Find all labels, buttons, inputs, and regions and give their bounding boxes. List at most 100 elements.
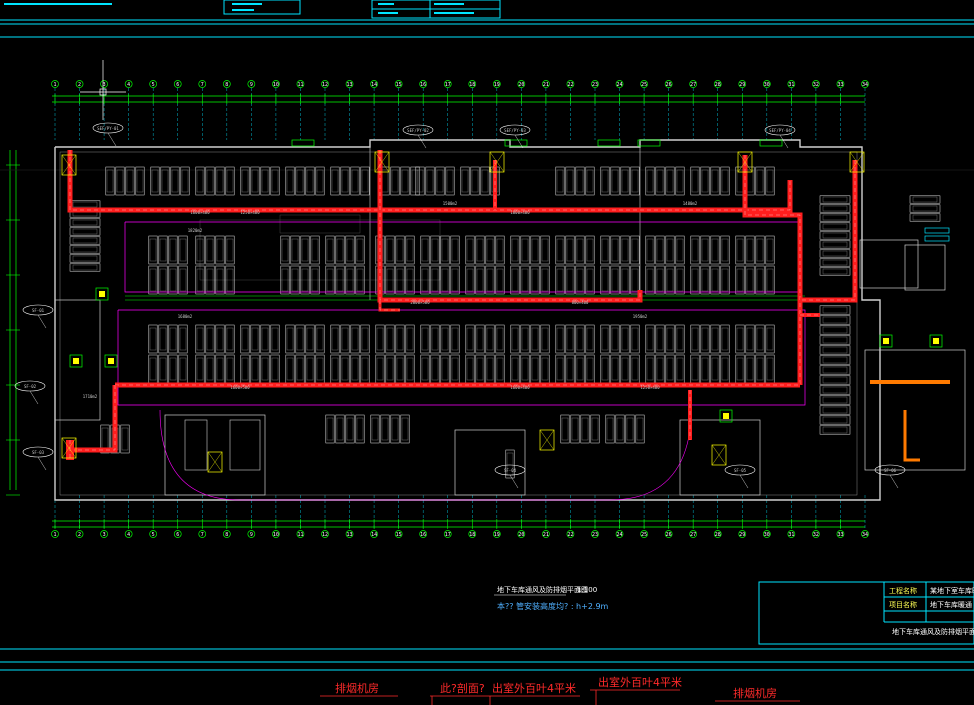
stall-mid-car [376, 357, 384, 381]
stall-mid-car [521, 357, 529, 381]
stall-mid-car [149, 238, 157, 262]
stall-mid-car [241, 357, 249, 381]
stall-top-car [181, 169, 189, 193]
stall-mid [520, 235, 530, 265]
louver-core [883, 338, 889, 344]
stall-east-room [909, 213, 941, 222]
stall-bottom-car [636, 417, 644, 441]
grid-label-top: 28 [715, 82, 721, 88]
grid-label-top: 26 [666, 82, 672, 88]
stall-mid [745, 235, 755, 265]
grid-label-top: 10 [273, 82, 279, 88]
grid-label-top: 8 [225, 82, 228, 88]
fan-room-east [864, 349, 966, 471]
stall-mid [510, 235, 520, 265]
room [904, 244, 946, 291]
stall-east [819, 355, 851, 365]
grid-label-top: 20 [518, 82, 524, 88]
stall-mid [168, 235, 178, 265]
fan-tag-leader [739, 474, 749, 489]
grid-bubble-top [149, 80, 158, 88]
stall-mid-car [431, 357, 439, 381]
fan-tag-0: SEF/PY-01 [97, 126, 119, 131]
stall-mid-car [691, 268, 699, 292]
vent [924, 235, 950, 242]
stall-top [360, 166, 370, 196]
stall-east [819, 195, 851, 204]
stall-mid-car [351, 357, 359, 381]
grid-label-bottom: 6 [176, 532, 179, 538]
grid-bubble-bottom [689, 530, 698, 538]
stall-mid [440, 235, 450, 265]
stall-mid-car [541, 357, 549, 381]
stall-bottom [615, 414, 625, 444]
grid-bubble-bottom [419, 530, 428, 538]
stall-mid-car [521, 327, 529, 351]
stall-mid [765, 324, 775, 354]
stall-mid-car [296, 327, 304, 351]
stall-bottom [605, 414, 615, 444]
stall-top [410, 166, 420, 196]
stall-top [765, 166, 775, 196]
stall-bottom [580, 414, 590, 444]
stall-bottom [345, 414, 355, 444]
grid-label-bottom: 18 [469, 532, 475, 538]
cursor-crosshair [80, 60, 126, 120]
stall-east [819, 204, 851, 213]
stall-mid [620, 265, 630, 295]
stall-top-car [721, 169, 729, 193]
stall-mid-car [476, 327, 484, 351]
duct-size-5: 1600×500 [230, 385, 250, 390]
stall-mid-car [631, 238, 639, 262]
ramp [279, 214, 361, 234]
stall-mid [290, 235, 300, 265]
stall-mid [600, 265, 610, 295]
grid-bubble-top [173, 80, 182, 88]
stall-mid [540, 235, 550, 265]
stall-top [620, 166, 630, 196]
stall-mid-car [566, 327, 574, 351]
stall-east-car [822, 366, 848, 374]
stall-mid-car [351, 327, 359, 351]
fan-tag-3: SEF/PY-04 [769, 128, 791, 133]
louver [879, 334, 893, 348]
core-room [454, 429, 526, 496]
grid-bubble-top [394, 80, 403, 88]
stall-mid-car [386, 327, 394, 351]
stall-top-car [306, 169, 314, 193]
grid-bubble-top [787, 80, 796, 88]
stall-mid-car [331, 357, 339, 381]
grid-bubble-top [591, 80, 599, 88]
grid-bubble-top [443, 80, 452, 88]
stall-top [675, 166, 685, 196]
louver-core [73, 358, 79, 364]
stall-mid [700, 265, 710, 295]
louver [719, 409, 733, 423]
stall-mid [440, 265, 450, 295]
stall-mid-car [666, 268, 674, 292]
stall-mid-car [179, 268, 187, 292]
duct-east-riser-center [800, 160, 856, 301]
stall-mid-car [601, 238, 609, 262]
stall-mid-car [531, 238, 539, 262]
stall-mid [675, 235, 685, 265]
grid-label-top: 16 [420, 82, 426, 88]
stall-mid-car [316, 327, 324, 351]
stall-bottom-car [591, 417, 599, 441]
grid-label-top: 4 [127, 82, 130, 88]
stall-mid-car [301, 268, 309, 292]
stall-mid-car [611, 357, 619, 381]
louver-core [933, 338, 939, 344]
stall-east-room-car [912, 214, 938, 221]
title-block [758, 581, 974, 645]
stall-top-car [701, 169, 709, 193]
stall-east-car [822, 196, 848, 203]
grid-label-top: 34 [862, 82, 868, 88]
stall-mid [405, 235, 415, 265]
fan-tag-5: SF-02 [24, 384, 37, 389]
stall-mid-car [306, 357, 314, 381]
grid-bubble-top [100, 80, 108, 88]
stall-mid [735, 324, 745, 354]
stall-top-car [226, 169, 234, 193]
